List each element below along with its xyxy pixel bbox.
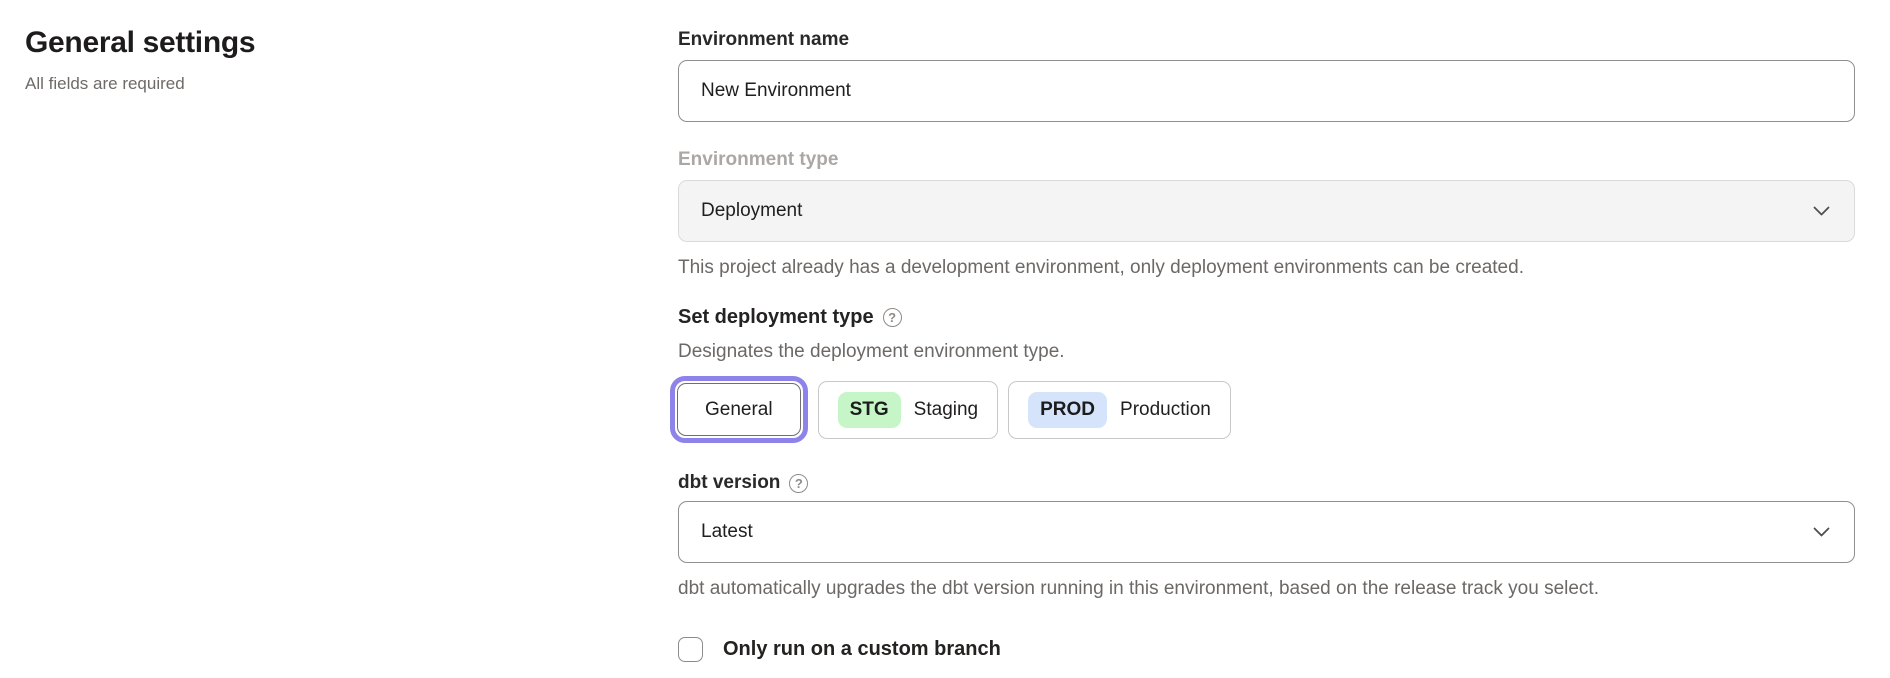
environment-type-value: Deployment [701, 200, 803, 221]
chevron-down-icon [1813, 206, 1830, 217]
selected-option-ring: General [670, 376, 808, 443]
environment-type-helper: This project already has a development e… [678, 257, 1524, 278]
deployment-type-label: Set deployment type [678, 306, 874, 328]
custom-branch-label[interactable]: Only run on a custom branch [723, 638, 1001, 660]
help-icon[interactable]: ? [789, 473, 809, 493]
deployment-type-general-button[interactable]: General [677, 383, 801, 436]
environment-name-input[interactable] [678, 60, 1855, 122]
environment-type-select: Deployment [678, 180, 1855, 242]
chevron-down-icon [1813, 527, 1830, 538]
settings-header: General settings All fields are required [25, 26, 625, 94]
dbt-version-label: dbt version [678, 472, 781, 493]
environment-form: Environment name Environment type Deploy… [670, 28, 1855, 662]
production-option-label: Production [1120, 398, 1211, 420]
staging-badge: STG [837, 391, 901, 428]
environment-type-label: Environment type [678, 149, 839, 170]
dbt-version-select[interactable]: Latest [678, 501, 1855, 563]
deployment-type-production-button[interactable]: PROD Production [1008, 380, 1231, 439]
dbt-version-value: Latest [701, 521, 753, 542]
staging-option-label: Staging [913, 398, 979, 420]
deployment-type-options: General STG Staging PROD Production [670, 376, 1855, 443]
help-icon[interactable]: ? [882, 307, 902, 327]
production-badge: PROD [1028, 391, 1108, 428]
deployment-type-helper: Designates the deployment environment ty… [678, 341, 1065, 362]
deployment-type-staging-button[interactable]: STG Staging [817, 380, 999, 439]
dbt-version-helper: dbt automatically upgrades the dbt versi… [678, 578, 1599, 599]
page-subtitle: All fields are required [25, 74, 185, 93]
custom-branch-checkbox[interactable] [678, 637, 703, 662]
page-title: General settings [25, 26, 256, 59]
general-option-label: General [705, 398, 773, 420]
environment-name-label: Environment name [678, 29, 850, 50]
